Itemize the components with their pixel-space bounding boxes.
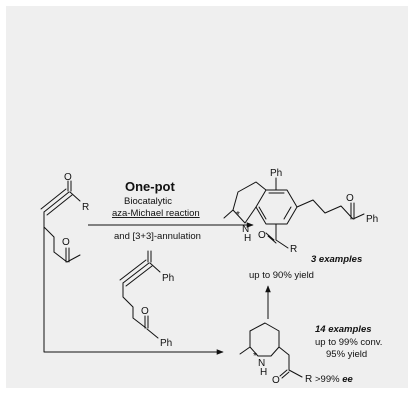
reaction-title: One-pot [125,179,175,194]
bottom-r-label: R [305,374,312,385]
alkyl-chain [43,211,55,253]
top-yield: up to 90% yield [249,270,314,281]
top-nh-hydrogen: H [244,233,251,244]
bottom-ee-line: >99% ee [315,374,353,385]
top-chain-oxygen: O [346,193,354,204]
bottom-result-conv: up to 99% conv. [315,337,382,348]
sm-oxygen-top: O [64,172,72,183]
intermediate-structure [119,250,161,339]
alkyne-bond [43,191,70,213]
starting-material-structure [40,180,81,353]
acyl-carbonyl [265,232,277,244]
sm-oxygen-low: O [62,237,70,248]
piperidine-structure [239,322,303,379]
aromatic-double-bonds [258,192,292,220]
carbonyl-bond [67,180,72,192]
int-ph-top: Ph [162,273,174,284]
piperidine-ring [249,322,280,357]
top-ph-label: Ph [270,168,282,179]
top-nitrogen: N [242,224,249,235]
int-carbonyl-low [144,315,149,329]
top-acyl-oxygen: O [258,230,266,241]
int-carbonyl-top [147,250,152,263]
int-oxygen-mid: O [141,306,149,317]
saturated-ring [232,181,267,224]
int-ph-bond-low [146,328,159,339]
pip-side-chain [278,346,303,378]
bottom-stereocenter: * [253,351,257,362]
top-ph-right: Ph [366,214,378,225]
condition-line-3: and [3+3]-annulation [114,231,201,242]
int-chain [122,282,147,329]
int-alkyne [119,259,153,287]
bottom-nh-hydrogen: H [260,367,267,378]
chain-carbonyl [350,202,355,220]
bottom-nitrogen: N [258,358,265,369]
r-bond [69,191,81,202]
bottom-oxygen: O [272,375,280,386]
bottom-result-yield: 95% yield [326,349,367,360]
pip-carbonyl [279,369,290,379]
condition-line-1: Biocatalytic [124,196,172,207]
condition-line-2: aza-Michael reaction [112,208,200,219]
methyl-bond [223,209,234,219]
side-chain [296,199,365,220]
ketone-double-bond [65,247,70,263]
scheme-panel [6,6,408,388]
int-ph-bond-top [149,262,161,273]
top-stereocenter: * [236,210,240,221]
top-r-label: R [290,244,297,255]
acyl-bond [275,223,289,249]
bottom-ee-unit: ee [342,374,353,385]
top-examples: 3 examples [311,254,362,265]
int-ph-low: Ph [160,338,172,349]
sm-r-label: R [82,202,89,213]
alkyne-triple-bond [40,188,73,216]
bottom-examples: 14 examples [315,324,372,335]
tetrahydroquinoline-structure [223,177,365,249]
bottom-ee-value: >99% [315,374,340,385]
pip-methyl-bond [239,346,251,355]
methyl-ketone-chain [53,251,81,263]
